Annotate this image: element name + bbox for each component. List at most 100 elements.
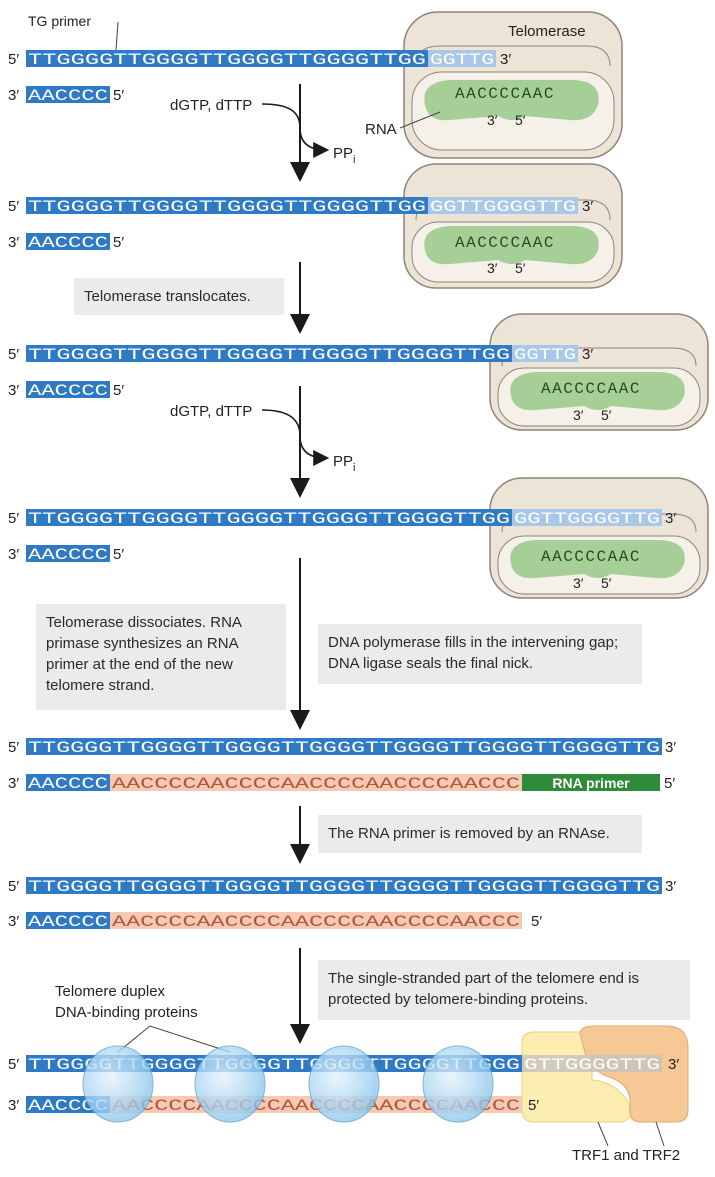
row4-bottom-bar	[26, 545, 110, 562]
row3-top-dark-bar	[26, 345, 512, 362]
row4-top-5: 5′	[8, 510, 19, 527]
duplex-binding-proteins	[82, 1045, 494, 1123]
row6-bottom-primer-bar	[26, 912, 110, 929]
row3-top-light-seq: GGTTG	[514, 346, 576, 364]
row5-bottom-5: 5′	[664, 775, 675, 792]
row7-top-3: 3′	[668, 1056, 679, 1073]
duplex-protein-3	[308, 1045, 380, 1123]
row2-bottom-3: 3′	[8, 234, 19, 251]
row5-bottom-primer-bar	[26, 774, 110, 791]
trf2-leader	[655, 1121, 665, 1147]
rna-5-label-2: 5′	[515, 260, 526, 276]
row1-bottom-3: 3′	[8, 87, 19, 104]
row4-top-light-seq: GGTTGGGGTTG	[514, 510, 660, 528]
row3-top-3: 3′	[582, 346, 593, 363]
ppi-label-1: PPi	[333, 145, 355, 166]
note-rnase: The RNA primer is removed by an RNAse.	[318, 815, 642, 853]
row6-top-seq: TTGGGGTTGGGGTTGGGGTTGGGGTTGGGGTTGGGGTTGG…	[28, 878, 660, 896]
rna-template-seq-4: AACCCCAAC	[541, 548, 641, 566]
row6-bottom-5: 5′	[531, 913, 542, 930]
row3-top-5: 5′	[8, 346, 19, 363]
row3-bottom-seq: AACCCC	[28, 382, 108, 400]
rna-3-label-2: 3′	[487, 260, 498, 276]
rna-template-seq: AACCCCAAC	[455, 85, 555, 103]
row6-top-bar	[26, 877, 662, 894]
row3-top-dark-seq: TTGGGGTTGGGGTTGGGGTTGGGGTTGGGGTTGG	[28, 346, 510, 364]
row5-bottom-primer-seq: AACCCC	[28, 775, 108, 793]
note-dissociate: Telomerase dissociates. RNA primase synt…	[36, 604, 286, 710]
row2-top-dark-seq: TTGGGGTTGGGGTTGGGGTTGGGGTTGG	[28, 198, 426, 216]
note-translocate: Telomerase translocates.	[74, 278, 284, 315]
rna-leader	[399, 111, 441, 129]
note-protect: The single-stranded part of the telomere…	[318, 960, 690, 1020]
trf1-leader	[597, 1121, 609, 1147]
row5-top-seq: TTGGGGTTGGGGTTGGGGTTGGGGTTGGGGTTGGGGTTGG…	[28, 739, 660, 757]
row2-top-dark-bar	[26, 197, 428, 214]
duplex-proteins-leader	[117, 1025, 231, 1053]
rna-5-label: 5′	[515, 112, 526, 128]
row7-bottom-5: 5′	[528, 1097, 539, 1114]
row5-bottom-fill-seq: AACCCCAACCCCAACCCCAACCCCAACCC	[112, 775, 520, 793]
note-polymerase: DNA polymerase fills in the intervening …	[318, 624, 642, 684]
row7-top-light-bar	[522, 1055, 662, 1072]
row1-top-dark-seq: TTGGGGTTGGGGTTGGGGTTGGGGTTGG	[28, 51, 426, 69]
tg-primer-label: TG primer	[28, 13, 91, 29]
rna-template-seq-2: AACCCCAAC	[455, 234, 555, 252]
row5-bottom-fill-bar	[110, 774, 522, 791]
row1-bottom-5: 5′	[113, 87, 124, 104]
duplex-protein-2	[194, 1045, 266, 1123]
row1-bottom-seq: AACCCC	[28, 87, 108, 105]
row6-bottom-3: 3′	[8, 913, 19, 930]
row2-top-3: 3′	[582, 198, 593, 215]
row4-top-dark-bar	[26, 509, 512, 526]
row7-bottom-3: 3′	[8, 1097, 19, 1114]
row2-top-light-bar	[428, 197, 578, 214]
trf1-protein	[521, 1031, 632, 1123]
dntp-label-1: dGTP, dTTP	[170, 97, 252, 114]
rna-5-label-4: 5′	[601, 575, 612, 591]
trf-label: TRF1 and TRF2	[572, 1147, 680, 1164]
rna-primer-label: RNA primer	[552, 775, 630, 791]
rna-template-seq-3: AACCCCAAC	[541, 380, 641, 398]
row5-bottom-3: 3′	[8, 775, 19, 792]
row6-top-3: 3′	[665, 878, 676, 895]
rna-primer-bar	[522, 774, 660, 791]
row1-top-light-bar	[428, 50, 496, 67]
telomerase-3: AACCCCAAC 3′ 5′	[489, 313, 709, 431]
row3-top-light-bar	[512, 345, 578, 362]
row1-bottom-bar	[26, 86, 110, 103]
row2-top-5: 5′	[8, 198, 19, 215]
telomerase-2: AACCCCAAC 3′ 5′	[403, 163, 623, 289]
dntp-curve-1	[261, 103, 330, 158]
rna-label: RNA	[365, 121, 397, 138]
row4-top-3: 3′	[665, 510, 676, 527]
dntp-label-2: dGTP, dTTP	[170, 403, 252, 420]
telomerase-1: Telomerase AACCCCAAC 3′ 5′	[403, 11, 623, 159]
telomerase-title: Telomerase	[508, 23, 586, 40]
dntp-curve-2	[261, 409, 330, 466]
row4-top-dark-seq: TTGGGGTTGGGGTTGGGGTTGGGGTTGGGGTTGG	[28, 510, 510, 528]
ppi-label-2: PPi	[333, 453, 355, 474]
row1-top-dark-bar	[26, 50, 428, 67]
row1-top-3: 3′	[500, 51, 511, 68]
row5-top-bar	[26, 738, 662, 755]
row6-bottom-fill-seq: AACCCCAACCCCAACCCCAACCCCAACCC	[112, 913, 520, 931]
tg-primer-leader	[115, 21, 119, 51]
row4-bottom-3: 3′	[8, 546, 19, 563]
row1-top-5: 5′	[8, 51, 19, 68]
duplex-proteins-label-1: Telomere duplex	[55, 983, 166, 1000]
rna-3-label: 3′	[487, 112, 498, 128]
row6-bottom-primer-seq: AACCCC	[28, 913, 108, 931]
row3-bottom-bar	[26, 381, 110, 398]
row7-top-light-seq: GTTGGGGTTG	[524, 1056, 660, 1074]
telomerase-4: AACCCCAAC 3′ 5′	[489, 477, 709, 599]
row3-bottom-3: 3′	[8, 382, 19, 399]
row4-bottom-seq: AACCCC	[28, 546, 108, 564]
row7-top-5: 5′	[8, 1056, 19, 1073]
rna-3-label-4: 3′	[573, 575, 584, 591]
trf2-protein	[579, 1025, 689, 1123]
row2-bottom-5: 5′	[113, 234, 124, 251]
row3-bottom-5: 5′	[113, 382, 124, 399]
row6-top-5: 5′	[8, 878, 19, 895]
row5-top-5: 5′	[8, 739, 19, 756]
